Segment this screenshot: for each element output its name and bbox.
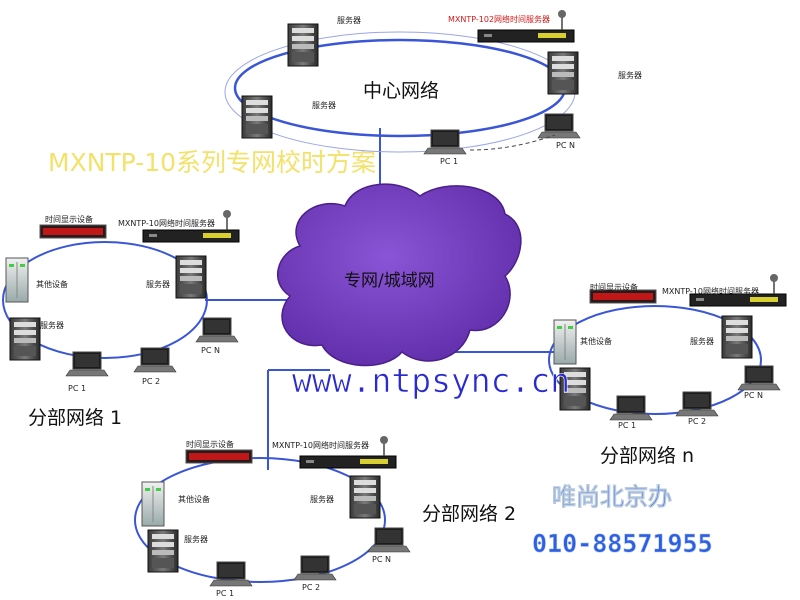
branch1-other-device-icon <box>5 257 29 303</box>
branch2-server-left-label: 服务器 <box>184 534 208 544</box>
branchn-pcn-icon <box>737 365 781 391</box>
center-network: 中心网络 服务器 服务器 服务器 MXNTP-102网络时间服务器 PC 1 P… <box>224 9 642 166</box>
center-server-top-label: 服务器 <box>337 15 361 25</box>
cloud-label: 专网/城域网 <box>344 271 435 291</box>
branch2-display-icon <box>185 449 253 464</box>
branch1-pcn-label: PC N <box>201 346 220 355</box>
branch1-pcn-icon <box>195 317 239 343</box>
contact-phone: 010-88571955 <box>532 529 713 558</box>
branchn-server-right-icon <box>721 315 753 359</box>
branch1-pc2-icon <box>133 347 177 373</box>
branchn-ntp-server-label: MXNTP-10网络时间服务器 <box>662 286 759 296</box>
branch1-server-left-icon <box>9 317 41 361</box>
branchn-network-label: 分部网络 n <box>600 445 694 467</box>
branch1-pc2-label: PC 2 <box>142 377 160 386</box>
branch1-pc1-label: PC 1 <box>68 384 86 393</box>
branch-network-2: 时间显示设备 MXNTP-10网络时间服务器 其他设备 服务器 服务器 PC N… <box>134 435 516 598</box>
branchn-other-device-label: 其他设备 <box>580 336 612 346</box>
branchn-pc1-icon <box>609 395 653 421</box>
branch-network-n: 时间显示设备 MXNTP-10网络时间服务器 其他设备 服务器 PC N PC … <box>548 273 787 467</box>
branch2-ntp-server-label: MXNTP-10网络时间服务器 <box>272 440 369 450</box>
branch2-other-device-icon <box>141 481 165 527</box>
center-pcn-label: PC N <box>556 141 575 150</box>
branch2-pc2-label: PC 2 <box>302 583 320 592</box>
website-url: www.ntpsync.cn <box>292 361 570 400</box>
branchn-pc2-icon <box>675 391 719 417</box>
branch1-other-device-label: 其他设备 <box>36 279 68 289</box>
branch1-network-label: 分部网络 1 <box>28 407 122 429</box>
branch2-display-label: 时间显示设备 <box>186 439 234 449</box>
wan-cloud: 专网/城域网 <box>277 183 522 367</box>
branch2-pc2-icon <box>293 555 337 581</box>
branch2-server-right-icon <box>349 475 381 519</box>
branch1-ntp-server-label: MXNTP-10网络时间服务器 <box>118 218 215 228</box>
branchn-pc2-label: PC 2 <box>688 417 706 426</box>
branchn-display-label: 时间显示设备 <box>590 282 638 292</box>
branch1-server-right-icon <box>175 255 207 299</box>
branch2-pcn-label: PC N <box>372 555 391 564</box>
branch1-server-right-label: 服务器 <box>146 279 170 289</box>
branchn-server-right-label: 服务器 <box>690 336 714 346</box>
branch2-pcn-icon <box>367 527 411 553</box>
branch1-display-label: 时间显示设备 <box>45 214 93 224</box>
center-server-right-icon <box>547 51 579 95</box>
center-server-top-icon <box>287 23 319 67</box>
branchn-pcn-label: PC N <box>744 391 763 400</box>
branch2-pc1-icon <box>209 561 253 587</box>
branch-network-1: 时间显示设备 MXNTP-10网络时间服务器 其他设备 服务器 服务器 PC N… <box>2 209 240 429</box>
branch2-server-left-icon <box>147 529 179 573</box>
center-network-label: 中心网络 <box>363 80 439 102</box>
center-pc1-label: PC 1 <box>440 157 458 166</box>
branch2-server-right-label: 服务器 <box>310 494 334 504</box>
branch2-network-label: 分部网络 2 <box>422 503 516 525</box>
branch1-display-icon <box>39 224 107 239</box>
branch2-pc1-label: PC 1 <box>216 589 234 598</box>
center-server-left-label: 服务器 <box>312 100 336 110</box>
center-server-left-icon <box>241 95 273 139</box>
center-ntp-server-label: MXNTP-102网络时间服务器 <box>448 14 550 24</box>
branch1-server-left-label: 服务器 <box>40 320 64 330</box>
branchn-pc1-label: PC 1 <box>618 421 636 430</box>
center-server-right-label: 服务器 <box>618 70 642 80</box>
office-name: 唯尚北京办 <box>552 483 672 511</box>
branchn-other-device-icon <box>553 319 577 365</box>
branch2-other-device-label: 其他设备 <box>178 494 210 504</box>
scheme-title: MXNTP-10系列专网校时方案 <box>48 148 376 177</box>
